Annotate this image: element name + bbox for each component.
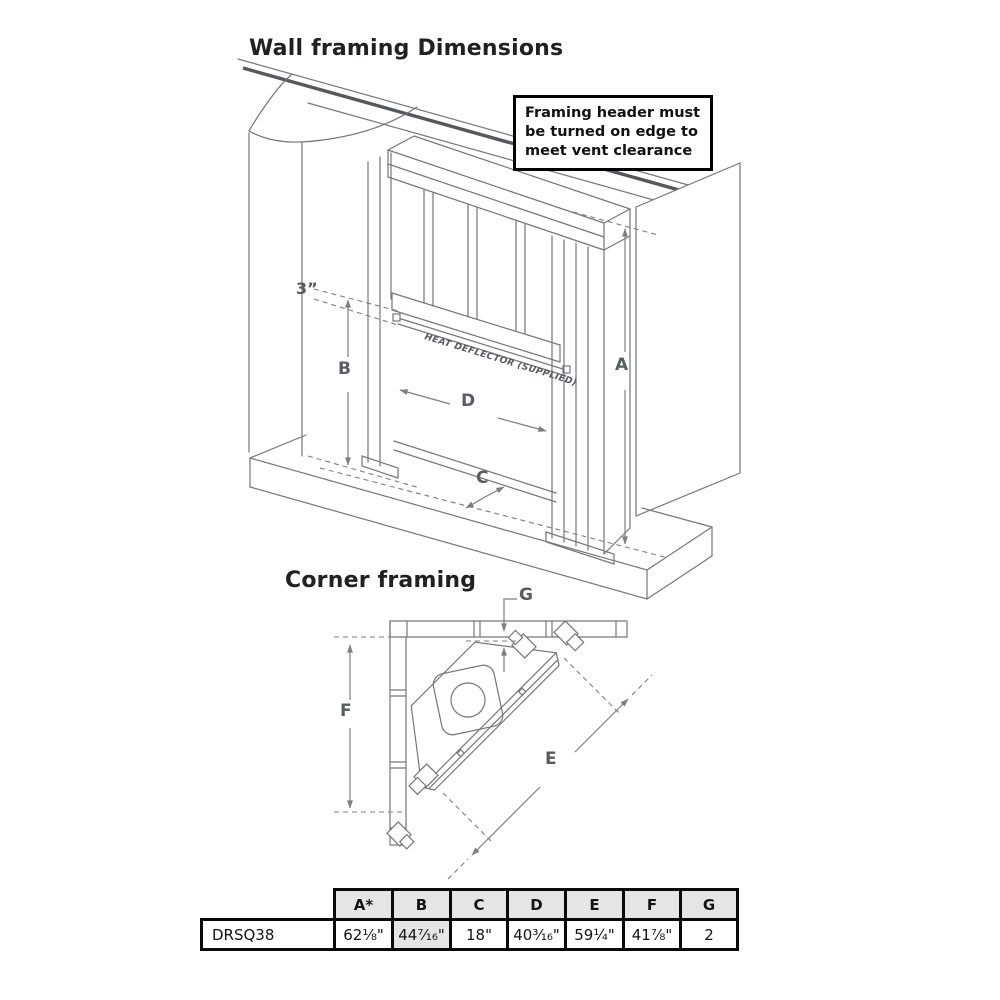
col-header-e: E — [564, 888, 625, 921]
dim-label-e: E — [545, 749, 557, 769]
col-header-b: B — [391, 888, 452, 921]
dim-label-b: B — [338, 359, 351, 379]
dim-label-g: G — [519, 585, 533, 605]
col-header-g: G — [679, 888, 739, 921]
framing-header-note: Framing header must be turned on edge to… — [513, 95, 713, 171]
value-d: 40³⁄₁₆" — [506, 918, 567, 951]
value-c: 18" — [449, 918, 509, 951]
dim-label-c: C — [476, 468, 489, 488]
value-f: 41⅞" — [622, 918, 682, 951]
table-corner-cell — [201, 889, 335, 920]
col-header-c: C — [449, 888, 509, 921]
value-g: 2 — [679, 918, 739, 951]
table-header-row: A* B C D E F G — [201, 888, 739, 921]
model-cell: DRSQ38 — [200, 918, 336, 951]
col-header-f: F — [622, 888, 682, 921]
dim-label-d: D — [461, 391, 476, 411]
value-b: 44⁷⁄₁₆" — [391, 918, 452, 951]
dim-label-a: A — [615, 355, 629, 375]
value-a: 62⅛" — [333, 918, 394, 951]
dimension-table: A* B C D E F G DRSQ38 62⅛" 44⁷⁄₁₆" 18" 4… — [200, 888, 739, 951]
dim-label-f: F — [340, 701, 352, 721]
table-row: DRSQ38 62⅛" 44⁷⁄₁₆" 18" 40³⁄₁₆" 59¼" 41⅞… — [200, 918, 739, 951]
value-e: 59¼" — [564, 918, 625, 951]
col-header-a: A* — [333, 888, 394, 921]
corner-framing-title: Corner framing — [285, 568, 477, 593]
corner-framing-drawing — [334, 598, 653, 880]
dim-label-3in: 3” — [296, 279, 318, 298]
wall-framing-title: Wall framing Dimensions — [249, 36, 564, 61]
col-header-d: D — [506, 888, 567, 921]
